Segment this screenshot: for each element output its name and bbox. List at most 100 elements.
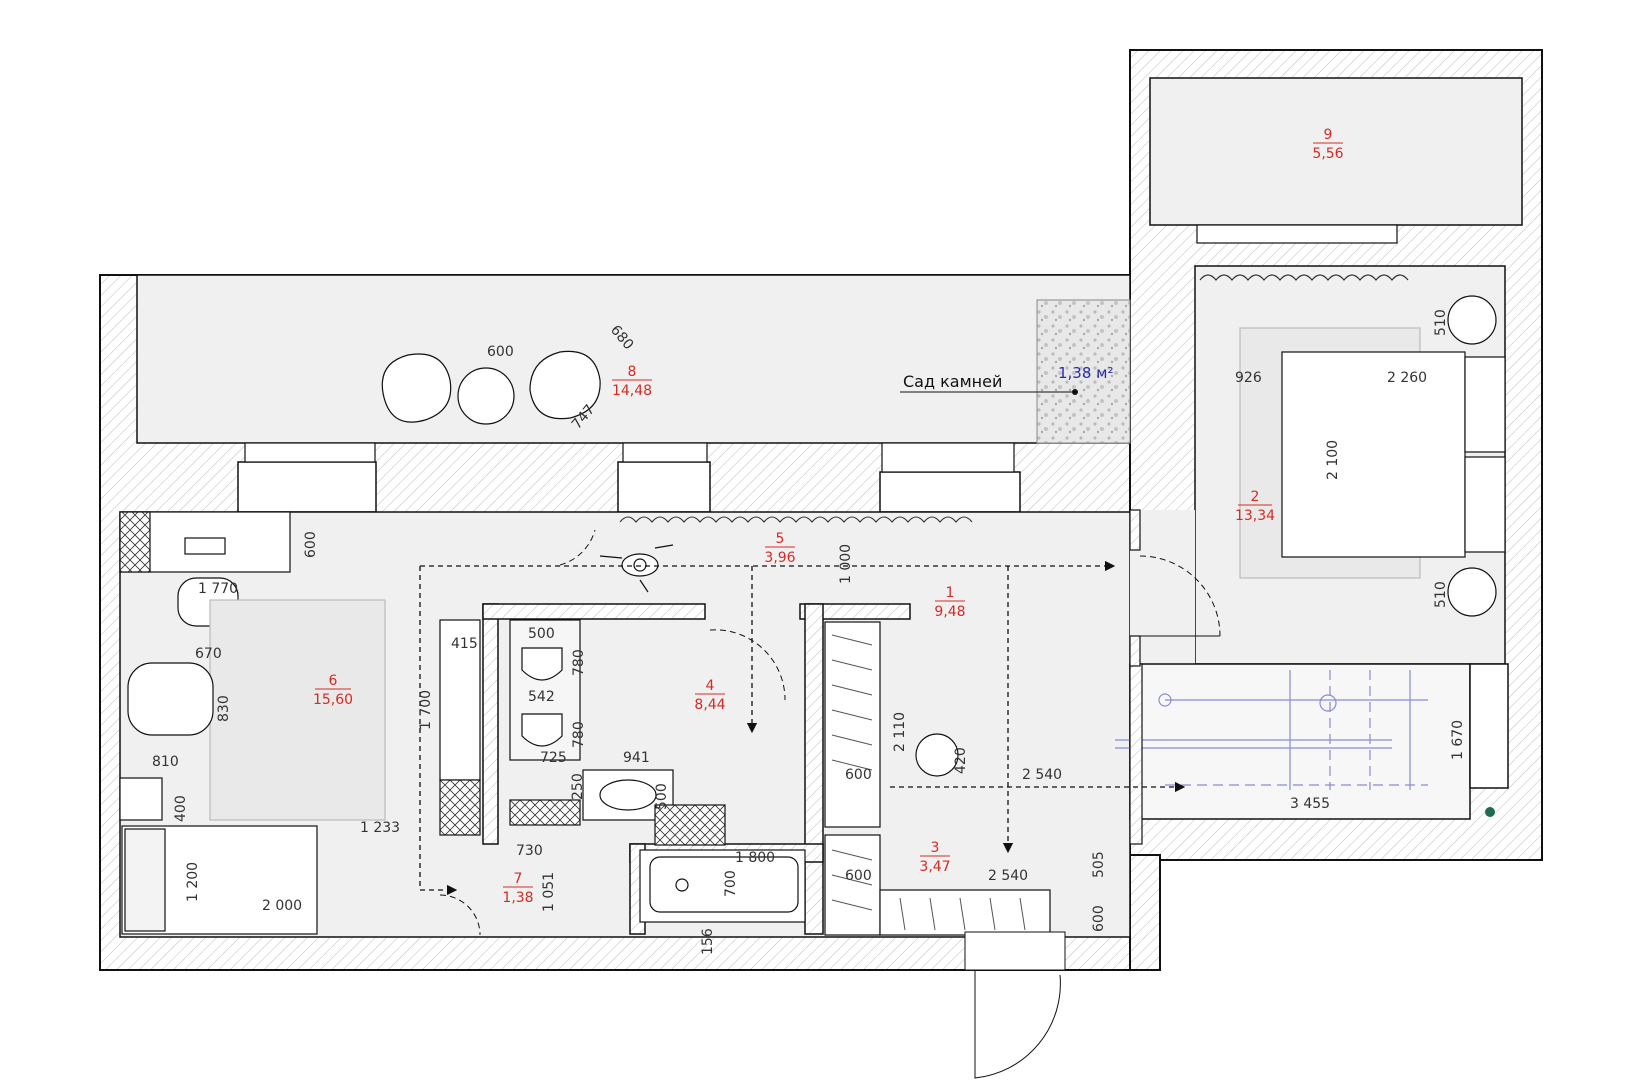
svg-text:1,38 м²: 1,38 м² bbox=[1058, 364, 1114, 382]
bidet-icon bbox=[521, 713, 563, 747]
svg-text:780: 780 bbox=[571, 649, 587, 676]
curtain-icon bbox=[619, 516, 973, 523]
svg-text:15,60: 15,60 bbox=[313, 692, 353, 708]
svg-text:2: 2 bbox=[1251, 489, 1260, 505]
svg-text:9: 9 bbox=[1324, 127, 1333, 143]
svg-text:2 110: 2 110 bbox=[892, 712, 908, 752]
sink-icon bbox=[599, 779, 657, 811]
lounge-chair-icon bbox=[529, 350, 601, 420]
svg-text:4: 4 bbox=[706, 678, 715, 694]
svg-text:8: 8 bbox=[628, 364, 637, 380]
room-label-4: 48,44 bbox=[694, 678, 725, 713]
svg-text:415: 415 bbox=[451, 636, 478, 652]
svg-text:600: 600 bbox=[845, 767, 872, 783]
svg-text:600: 600 bbox=[1091, 905, 1107, 932]
toilet-icon bbox=[521, 647, 563, 681]
svg-text:5: 5 bbox=[776, 531, 785, 547]
dimensions: 600 680 747 926 2 260 510 2 100 510 600 … bbox=[152, 309, 1466, 955]
svg-text:Сад камней: Сад камней bbox=[903, 372, 1002, 391]
bedroom-6-furniture bbox=[119, 511, 386, 935]
room-label-3: 33,47 bbox=[919, 840, 950, 875]
room-label-7: 71,38 bbox=[502, 871, 533, 906]
tall-cabinet bbox=[439, 779, 481, 836]
svg-text:780: 780 bbox=[571, 721, 587, 748]
armchair bbox=[127, 662, 214, 736]
bathroom-fixtures bbox=[439, 619, 806, 923]
svg-text:3 455: 3 455 bbox=[1290, 796, 1330, 812]
svg-text:420: 420 bbox=[953, 747, 969, 774]
svg-text:725: 725 bbox=[540, 750, 567, 766]
coffee-table-icon bbox=[457, 367, 515, 425]
double-bed bbox=[1281, 351, 1466, 558]
room-label-1: 19,48 bbox=[934, 585, 965, 620]
svg-text:1 700: 1 700 bbox=[418, 690, 434, 730]
svg-text:5,56: 5,56 bbox=[1312, 146, 1343, 162]
svg-text:600: 600 bbox=[845, 868, 872, 884]
round-table-icon bbox=[915, 733, 959, 777]
svg-text:2 100: 2 100 bbox=[1325, 440, 1341, 480]
room-labels: 19,48 213,34 33,47 48,44 53,96 615,60 71… bbox=[313, 127, 1344, 906]
svg-text:2 540: 2 540 bbox=[1022, 767, 1062, 783]
svg-text:2 540: 2 540 bbox=[988, 868, 1028, 884]
garden-label: Сад камней 1,38 м² bbox=[900, 364, 1114, 395]
cabinet bbox=[439, 619, 481, 781]
window-openings bbox=[237, 224, 1398, 513]
stone-garden-icon bbox=[1036, 299, 1131, 444]
room-label-8: 814,48 bbox=[612, 364, 652, 399]
room-label-9: 95,56 bbox=[1312, 127, 1343, 162]
balcony-furniture bbox=[381, 350, 601, 425]
wardrobe bbox=[824, 621, 1051, 936]
svg-text:700: 700 bbox=[723, 870, 739, 897]
svg-text:3,47: 3,47 bbox=[919, 859, 950, 875]
nightstand-icon bbox=[1447, 567, 1497, 617]
svg-text:542: 542 bbox=[528, 689, 555, 705]
bedside-table bbox=[119, 777, 163, 821]
svg-text:941: 941 bbox=[623, 750, 650, 766]
interior-walls bbox=[482, 509, 1143, 935]
svg-text:1 800: 1 800 bbox=[735, 850, 775, 866]
svg-text:1 051: 1 051 bbox=[541, 872, 557, 912]
room-label-5: 53,96 bbox=[764, 531, 795, 566]
svg-text:670: 670 bbox=[195, 646, 222, 662]
svg-text:3: 3 bbox=[931, 840, 940, 856]
svg-text:1: 1 bbox=[946, 585, 955, 601]
svg-text:2 260: 2 260 bbox=[1387, 370, 1427, 386]
svg-text:510: 510 bbox=[1433, 581, 1449, 608]
svg-text:156: 156 bbox=[700, 928, 716, 955]
svg-text:600: 600 bbox=[303, 531, 319, 558]
svg-text:830: 830 bbox=[216, 695, 232, 722]
svg-text:510: 510 bbox=[1433, 309, 1449, 336]
svg-text:1 000: 1 000 bbox=[838, 544, 854, 584]
room-label-6: 615,60 bbox=[313, 673, 353, 708]
rug bbox=[209, 599, 386, 821]
svg-text:1 770: 1 770 bbox=[198, 581, 238, 597]
svg-text:500: 500 bbox=[654, 783, 670, 810]
svg-text:7: 7 bbox=[514, 871, 523, 887]
svg-text:505: 505 bbox=[1091, 851, 1107, 878]
movement-arrows bbox=[419, 560, 1186, 896]
svg-text:1 233: 1 233 bbox=[360, 820, 400, 836]
svg-text:926: 926 bbox=[1235, 370, 1262, 386]
svg-text:14,48: 14,48 bbox=[612, 383, 652, 399]
curtain-icon bbox=[1199, 274, 1409, 281]
stairs-area bbox=[1115, 663, 1509, 820]
svg-text:500: 500 bbox=[528, 626, 555, 642]
svg-text:1 200: 1 200 bbox=[185, 862, 201, 902]
svg-text:2 000: 2 000 bbox=[262, 898, 302, 914]
svg-text:3,96: 3,96 bbox=[764, 550, 795, 566]
svg-text:1,38: 1,38 bbox=[502, 890, 533, 906]
room-label-2: 213,34 bbox=[1235, 489, 1275, 524]
lounge-chair-icon bbox=[381, 353, 452, 423]
bedroom-2-furniture bbox=[1199, 274, 1506, 617]
nightstand-icon bbox=[1447, 295, 1497, 345]
svg-text:9,48: 9,48 bbox=[934, 604, 965, 620]
svg-text:8,44: 8,44 bbox=[694, 697, 725, 713]
person-walking-icon bbox=[599, 544, 674, 593]
room-8-balcony bbox=[136, 274, 1131, 444]
svg-text:13,34: 13,34 bbox=[1235, 508, 1275, 524]
svg-text:1 670: 1 670 bbox=[1450, 720, 1466, 760]
room-9-balcony bbox=[1149, 77, 1523, 226]
svg-text:810: 810 bbox=[152, 754, 179, 770]
svg-text:250: 250 bbox=[570, 773, 586, 800]
